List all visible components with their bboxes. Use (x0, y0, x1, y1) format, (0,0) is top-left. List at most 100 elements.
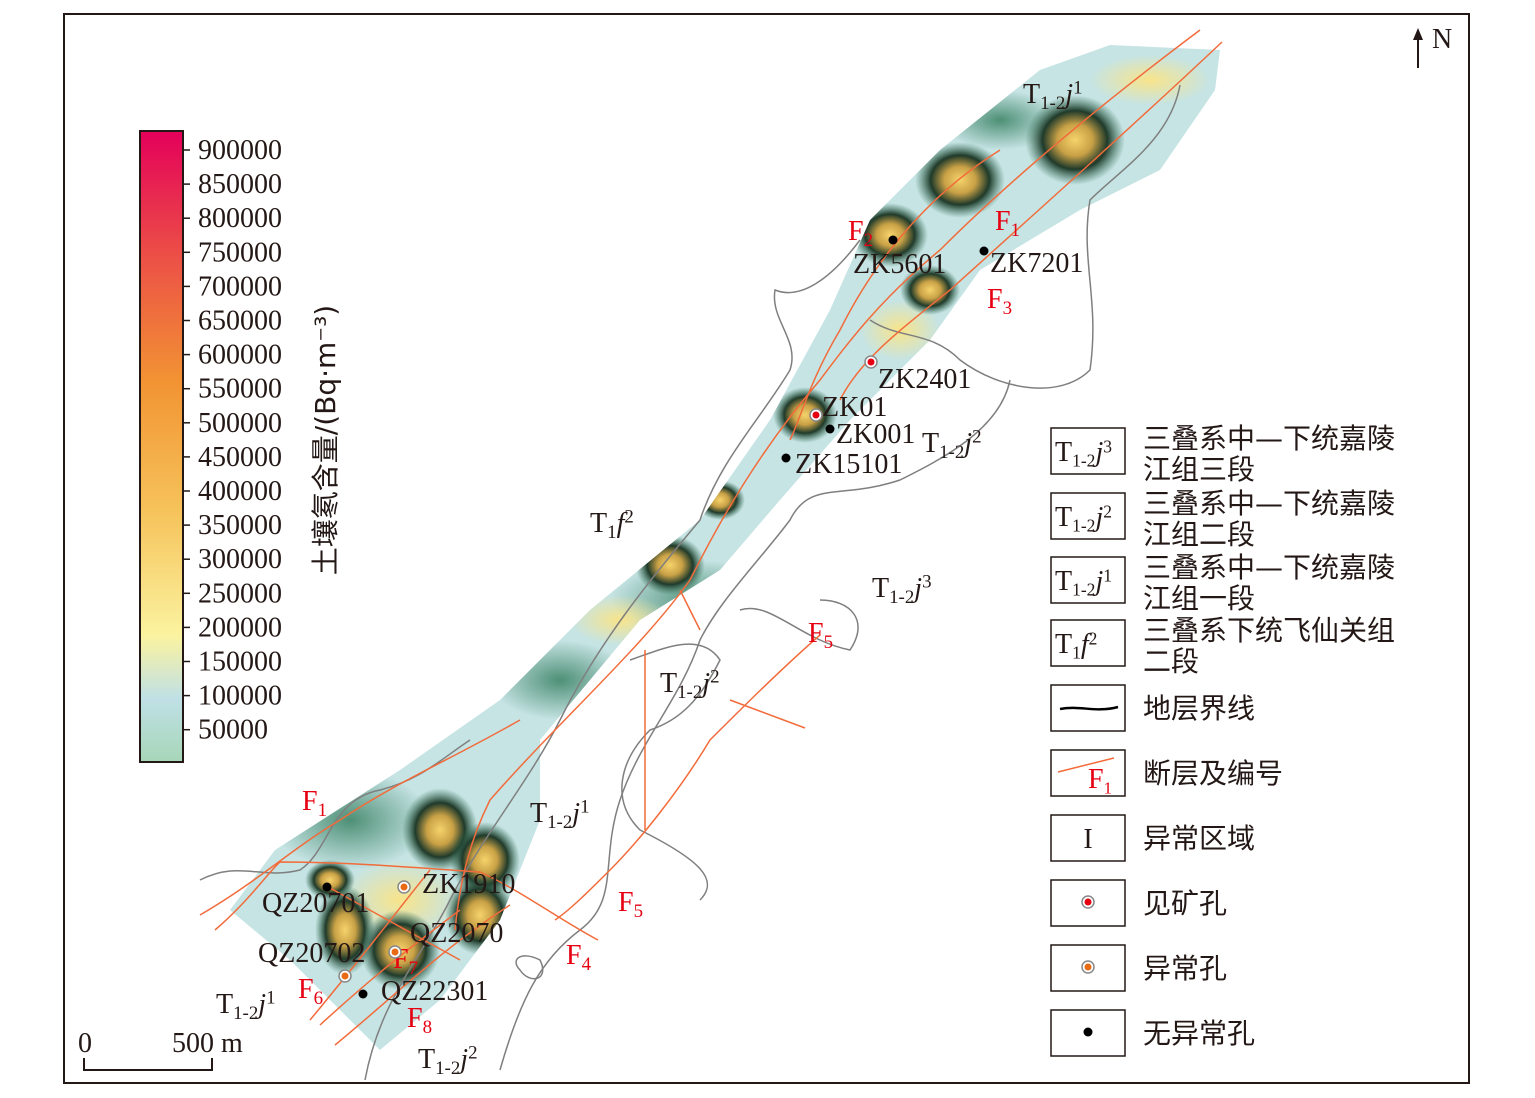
legend-formation-symbol: T1-2j1 (1055, 565, 1112, 599)
legend-anomaly-hole-icon (1081, 960, 1095, 974)
borehole-qz22301 (358, 989, 368, 999)
borehole-dot-icon (1084, 963, 1092, 971)
borehole-label: ZK2401 (878, 364, 971, 395)
borehole-zk001 (825, 424, 835, 434)
borehole-qz20701 (322, 882, 332, 892)
formation-label: T1-2j1 (1023, 78, 1083, 114)
formation-subscript: 1-2 (939, 442, 964, 463)
borehole-label: QZ20701 (262, 888, 369, 919)
colorbar-tick-label: 900000 (198, 135, 282, 166)
borehole-dot-icon (867, 358, 875, 366)
formation-subscript: 1-2 (547, 812, 572, 833)
fault-number: 3 (1003, 298, 1012, 319)
formation-base: T (418, 1044, 435, 1075)
fault-line-f1-south (199, 719, 521, 916)
fault-label: F1 (302, 786, 327, 821)
borehole-qz20702 (338, 969, 352, 983)
legend-item: 无异常孔 (1050, 1009, 1255, 1057)
formation-superscript: 1 (1073, 78, 1082, 99)
fault-number: 5 (824, 632, 833, 653)
formation-superscript: 2 (972, 427, 981, 448)
formation-subscript: 1-2 (889, 587, 914, 608)
fault-letter: F (1088, 764, 1104, 795)
borehole-label: ZK001 (836, 419, 915, 450)
fault-label: F1 (995, 206, 1020, 241)
colorbar-tick-label: 700000 (198, 271, 282, 302)
fault-letter: F (848, 216, 864, 247)
borehole-dot-icon (341, 972, 349, 980)
formation-base: T (530, 798, 547, 829)
legend-text-line1: 三叠系下统飞仙关组 (1143, 614, 1395, 647)
borehole-zk1910 (397, 880, 411, 894)
north-arrow-head-icon (1413, 28, 1423, 40)
formation-subscript: 1-2 (233, 1003, 258, 1024)
fault-number: 6 (314, 988, 323, 1009)
fault-line-f5 (554, 634, 821, 921)
fault-number: 8 (423, 1017, 432, 1038)
formation-base: T (922, 428, 939, 459)
legend-none-hole-icon (1083, 1027, 1093, 1037)
fault-number: 1 (318, 800, 327, 821)
borehole-zk15101 (781, 453, 791, 463)
borehole-label: QZ20702 (258, 938, 365, 969)
legend-text: 见矿孔 (1143, 887, 1227, 920)
legend-text-line1: 三叠系中—下统嘉陵 (1143, 422, 1395, 455)
legend-formation-symbol: T1-2j2 (1055, 501, 1112, 535)
formation-superscript: 3 (1103, 436, 1112, 456)
formation-letter: f (617, 508, 628, 539)
borehole-dot-icon (825, 424, 835, 434)
borehole-label: ZK1910 (422, 869, 515, 900)
fault-label: F5 (808, 618, 833, 653)
heatmap-zone (1090, 55, 1210, 105)
formation-base: T (590, 508, 607, 539)
radon-anomaly-blob (852, 203, 928, 267)
colorbar-tick-label: 150000 (198, 647, 282, 678)
colorbar-tick-label: 50000 (198, 715, 268, 746)
formation-subscript: 1-2 (1072, 516, 1095, 536)
legend-text: 断层及编号 (1143, 757, 1283, 790)
formation-letter: j (255, 989, 266, 1020)
fault-line (309, 869, 511, 1046)
colorbar-tick-label: 100000 (198, 681, 282, 712)
radon-anomaly-blob (773, 387, 837, 443)
boundary-line (515, 955, 544, 980)
legend-text-line2: 江组二段 (1143, 518, 1255, 551)
formation-letter: j (699, 668, 710, 699)
fault-label: F2 (848, 216, 873, 251)
formation-subscript: 1 (1072, 643, 1081, 663)
formation-superscript: 2 (624, 507, 633, 528)
fault-label: F5 (618, 887, 643, 922)
borehole-label: QZ22301 (381, 976, 488, 1007)
colorbar-tick-label: 300000 (198, 544, 282, 575)
formation-letter: f (1081, 629, 1092, 660)
formation-letter: j (1092, 502, 1103, 533)
borehole-label: ZK01 (822, 392, 887, 423)
anomaly-zone-icon: I (1083, 824, 1092, 855)
legend-swatch (1050, 619, 1126, 667)
formation-letter: j (1092, 566, 1103, 597)
formation-label: T1-2j2 (922, 427, 982, 463)
colorbar-scale (139, 130, 184, 763)
legend-text: 无异常孔 (1143, 1017, 1255, 1050)
borehole-dot-icon (1084, 898, 1092, 906)
fault-letter: F (566, 940, 582, 971)
formation-superscript: 1 (580, 797, 589, 818)
formation-base: T (872, 573, 889, 604)
legend-text: 异常孔 (1143, 952, 1227, 985)
fault-number: 1 (1104, 778, 1112, 797)
formation-superscript: 1 (1103, 565, 1112, 585)
colorbar-tick-label: 850000 (198, 169, 282, 200)
borehole-dot-icon (888, 235, 898, 245)
fault-line (644, 589, 806, 830)
legend-swatch (1050, 492, 1126, 540)
borehole-zk01 (809, 408, 823, 422)
fault-letter: F (298, 974, 314, 1005)
colorbar-title: 土壤氡含量/(Bq·m⁻³) (309, 305, 342, 575)
radon-anomaly-blob (1025, 95, 1125, 185)
fault-number: 1 (1011, 220, 1020, 241)
